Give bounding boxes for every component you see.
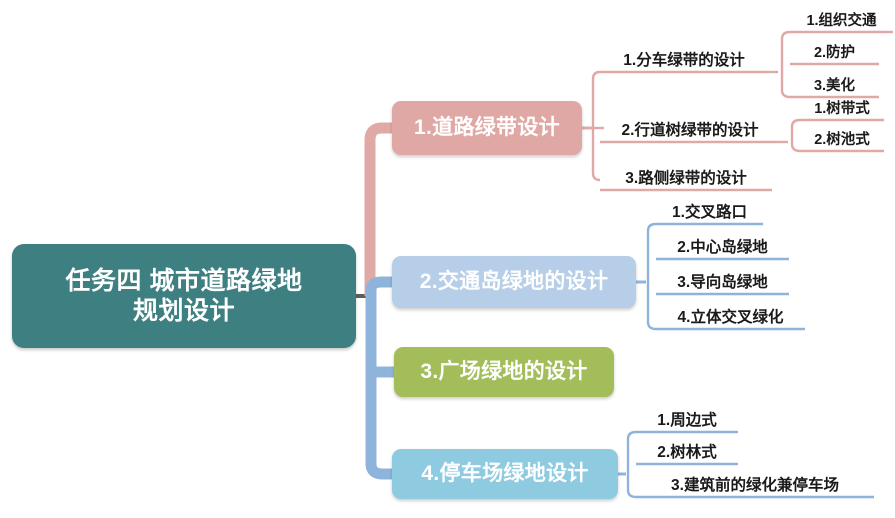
leaf-node-1-1-1[interactable]: 1.组织交通 — [790, 6, 893, 32]
leaf-node-4-3[interactable]: 3.建筑前的绿化兼停车场 — [636, 470, 874, 497]
leaf-node-4-2-label: 2.树林式 — [657, 443, 717, 461]
leaf-node-4-2[interactable]: 2.树林式 — [636, 437, 738, 464]
leaf-node-1-2-1-label: 1.树带式 — [814, 100, 870, 117]
leaf-node-2-3-label: 3.导向岛绿地 — [677, 273, 768, 291]
leaf-node-1-1-3[interactable]: 3.美化 — [790, 71, 879, 97]
leaf-node-4-3-label: 3.建筑前的绿化兼停车场 — [671, 476, 839, 494]
connector-branch-1-spine — [591, 70, 601, 182]
leaf-node-1-2-1[interactable]: 1.树带式 — [800, 94, 884, 120]
leaf-node-2-2[interactable]: 2.中心岛绿地 — [656, 232, 789, 259]
leaf-node-1-1-3-label: 3.美化 — [813, 77, 856, 94]
leaf-node-1-1-label: 1.分车绿带的设计 — [623, 51, 745, 69]
root-node-label: 任务四 城市道路绿地 规划设计 — [65, 266, 303, 326]
leaf-node-2-4[interactable]: 4.立体交叉绿化 — [656, 302, 805, 329]
connector-trunk-blue — [365, 290, 392, 480]
leaf-node-1-2[interactable]: 2.行道树绿带的设计 — [600, 114, 780, 142]
leaf-node-1-1-2[interactable]: 2.防护 — [790, 38, 879, 64]
branch-node-4-label: 4.停车场绿地设计 — [421, 462, 589, 486]
leaf-node-2-2-label: 2.中心岛绿地 — [677, 238, 768, 256]
leaf-node-1-1[interactable]: 1.分车绿带的设计 — [600, 44, 768, 72]
leaf-node-1-2-label: 2.行道树绿带的设计 — [621, 121, 759, 139]
root-node[interactable]: 任务四 城市道路绿地 规划设计 — [12, 244, 356, 348]
branch-node-1-label: 1.道路绿带设计 — [414, 116, 560, 140]
leaf-node-1-1-1-label: 1.组织交通 — [806, 12, 877, 29]
branch-node-4[interactable]: 4.停车场绿地设计 — [392, 449, 618, 499]
leaf-node-1-3-label: 3.路侧绿带的设计 — [625, 169, 747, 187]
connector-xing-dao-shu-spine — [790, 118, 801, 153]
branch-node-2-label: 2.交通岛绿地的设计 — [419, 270, 609, 294]
leaf-node-2-1-label: 1.交叉路口 — [672, 203, 747, 221]
leaf-node-2-4-label: 4.立体交叉绿化 — [677, 308, 784, 326]
connector-branch-2-spine — [646, 222, 657, 331]
connector-fen-che-spine — [780, 30, 791, 99]
leaf-node-1-1-2-label: 2.防护 — [813, 44, 856, 61]
connector-branch-4-spine — [626, 430, 637, 499]
leaf-node-2-1[interactable]: 1.交叉路口 — [656, 197, 763, 224]
leaf-node-1-2-2[interactable]: 2.树池式 — [800, 125, 884, 151]
branch-node-2[interactable]: 2.交通岛绿地的设计 — [392, 256, 636, 308]
leaf-node-1-2-2-label: 2.树池式 — [814, 131, 870, 148]
branch-node-3-label: 3.广场绿地的设计 — [420, 360, 588, 384]
branch-node-3[interactable]: 3.广场绿地的设计 — [394, 347, 614, 397]
connector-root-to-branch-2 — [365, 276, 392, 296]
leaf-node-4-1[interactable]: 1.周边式 — [636, 405, 738, 432]
leaf-node-1-3[interactable]: 3.路侧绿带的设计 — [600, 162, 772, 190]
connector-root-to-branch-1 — [364, 122, 392, 296]
branch-node-1[interactable]: 1.道路绿带设计 — [392, 101, 582, 155]
leaf-node-2-3[interactable]: 3.导向岛绿地 — [656, 267, 789, 294]
leaf-node-4-1-label: 1.周边式 — [657, 411, 717, 429]
